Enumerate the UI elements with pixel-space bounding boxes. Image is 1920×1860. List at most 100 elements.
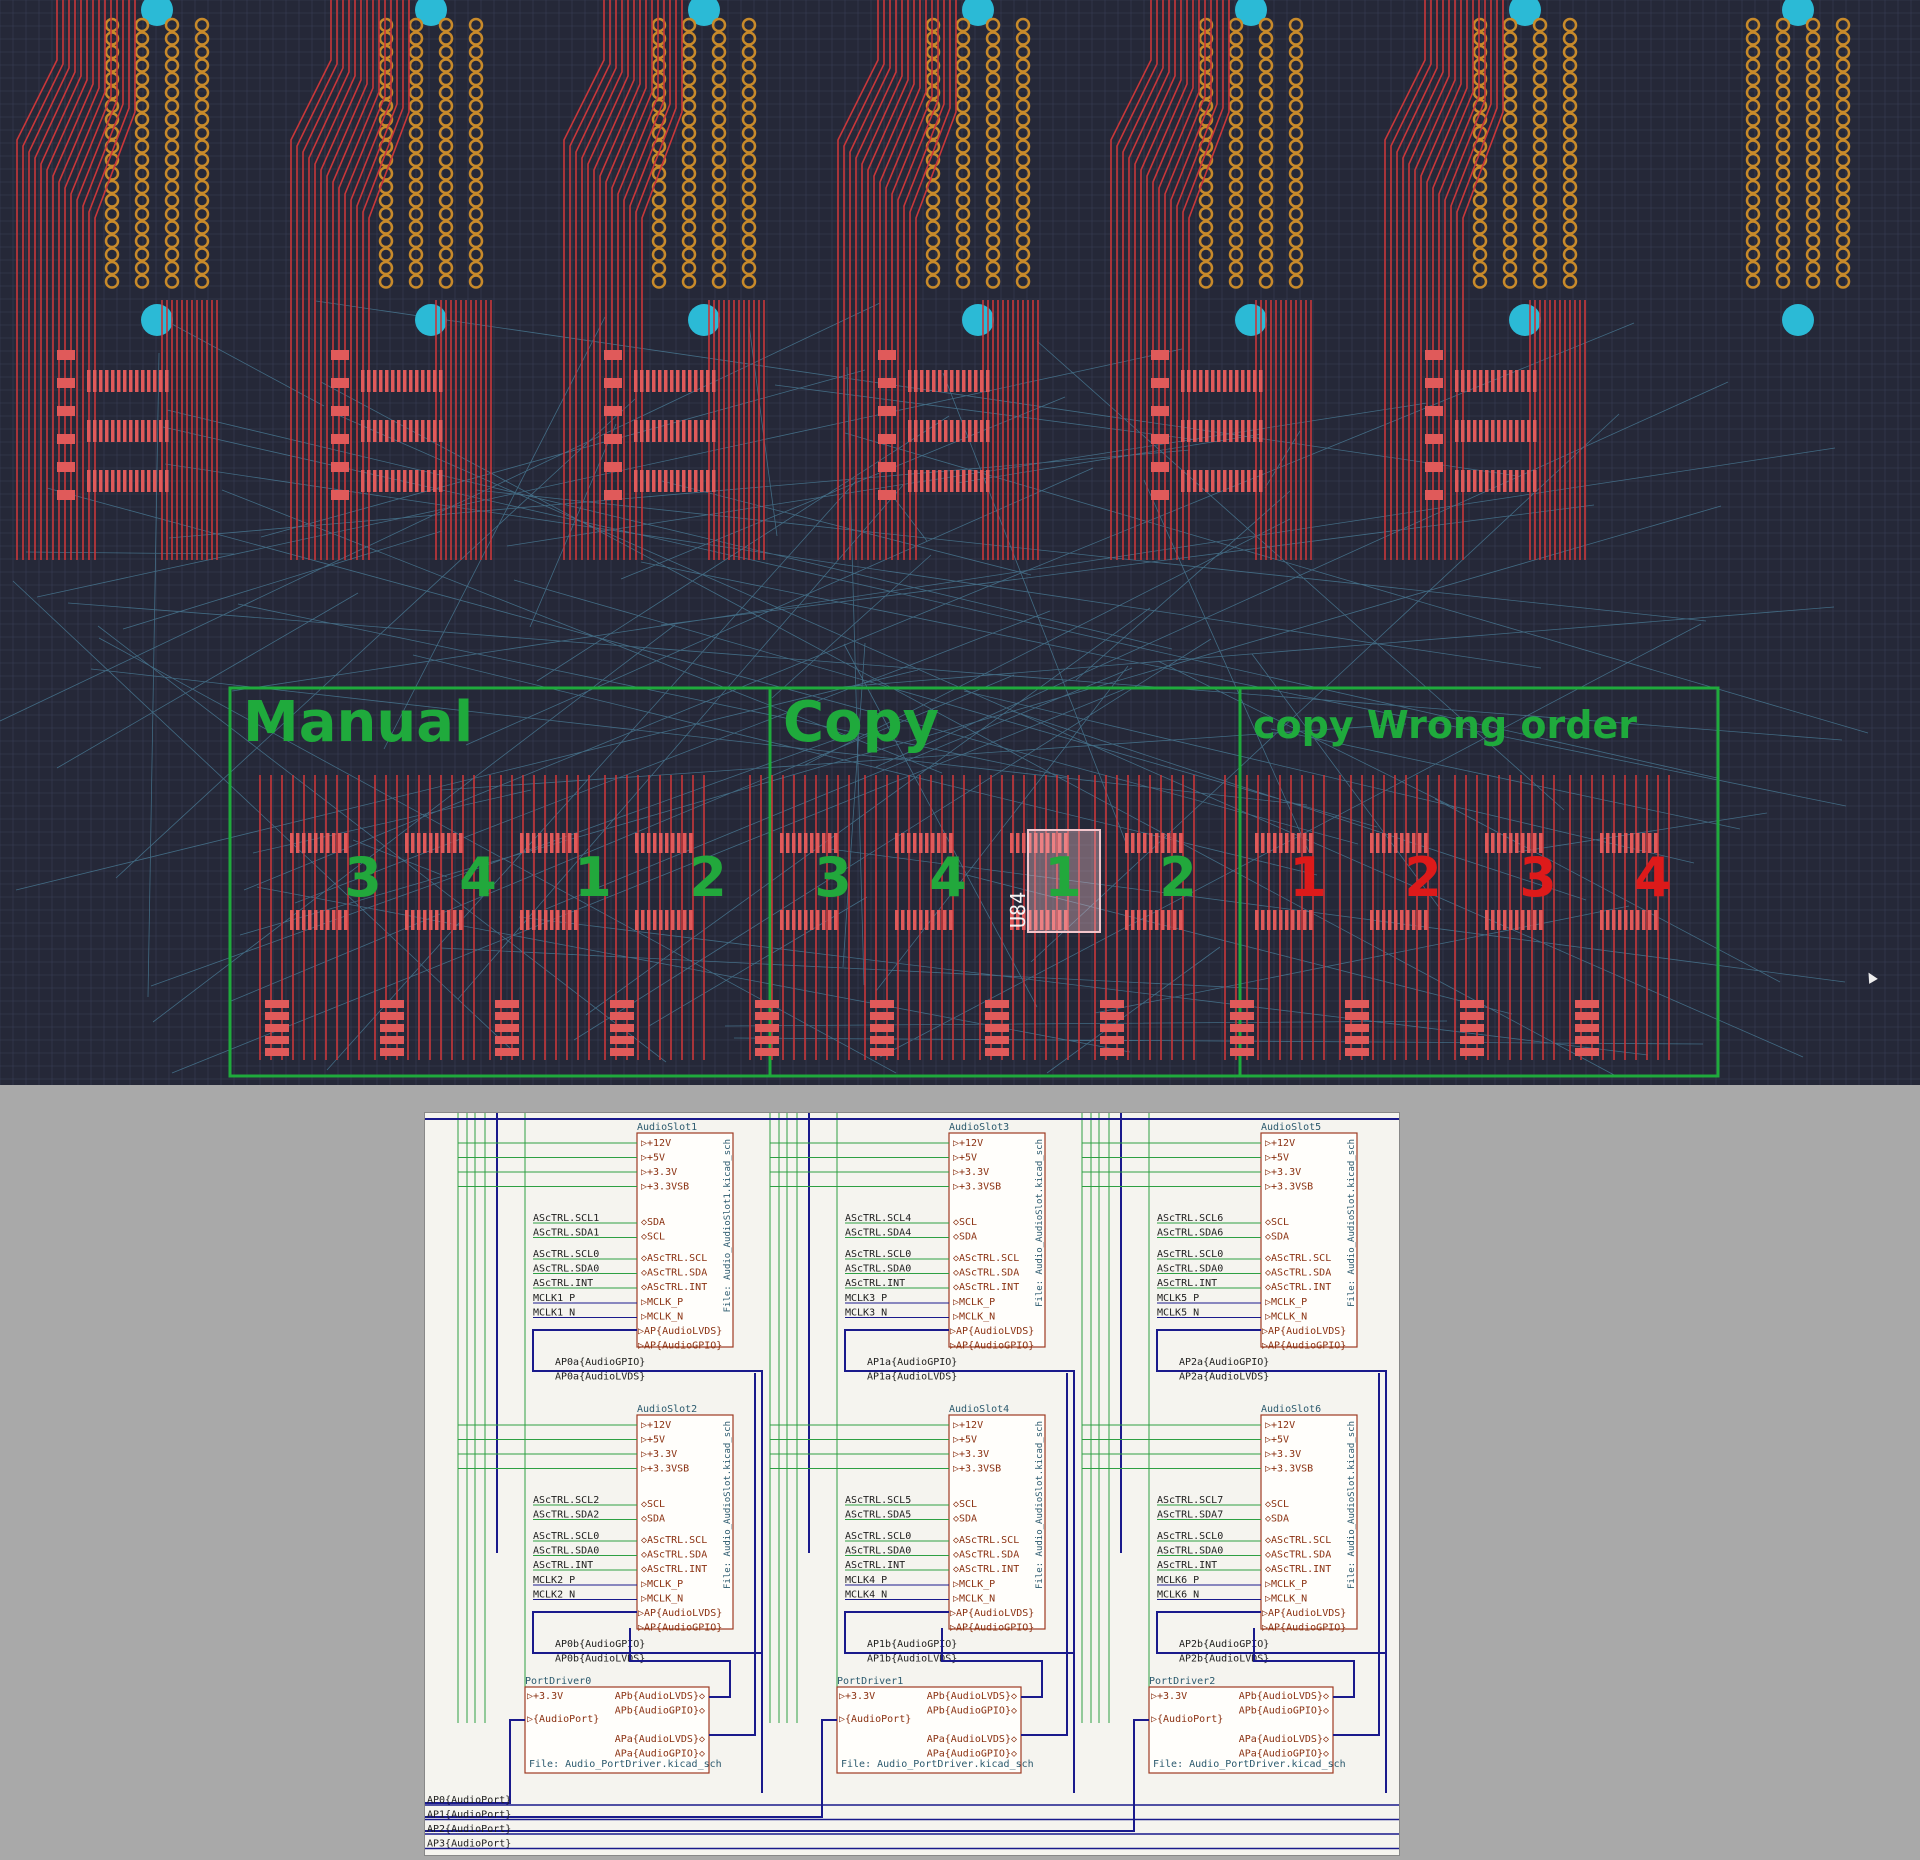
smd-pad [1485, 833, 1489, 853]
smd-pad [159, 470, 163, 492]
through-hole-pad [164, 193, 180, 208]
through-hole-pad [1745, 233, 1761, 249]
through-hole-pad [1288, 139, 1304, 154]
through-hole-pad [1198, 260, 1214, 276]
smd-pad [159, 420, 163, 442]
through-hole-pad [1502, 31, 1518, 46]
smd-pad [302, 833, 306, 853]
through-hole-pad [1015, 247, 1031, 262]
smd-pad [1509, 833, 1513, 853]
through-hole-pad [985, 206, 1001, 222]
smd-pad [1022, 910, 1026, 930]
through-hole-pad [1835, 125, 1851, 141]
through-hole-pad [711, 139, 727, 154]
through-hole-pad [468, 139, 484, 154]
passive-pad [1230, 1024, 1254, 1032]
through-hole-pad [1745, 44, 1761, 60]
smd-pad [1473, 470, 1477, 492]
passive-pad [380, 1000, 404, 1008]
smd-pad [453, 910, 457, 930]
through-hole-pad [1198, 17, 1214, 33]
smd-pad [635, 910, 639, 930]
through-hole-pad [104, 233, 120, 249]
through-hole-pad [1805, 233, 1821, 249]
smd-pad [1058, 833, 1062, 853]
sheet-pin: ◇AScTRL.INT [641, 1282, 707, 1293]
passive-pad [1345, 1012, 1369, 1020]
smd-pad [1479, 420, 1483, 442]
smd-pad [962, 370, 966, 392]
through-hole-pad [681, 206, 697, 222]
through-hole-pad [1805, 152, 1821, 168]
sheet-pin: ▷MCLK_N [1265, 1312, 1307, 1323]
through-hole-pad [1745, 71, 1761, 87]
passive-pad [495, 1000, 519, 1008]
passive-pad [1575, 1048, 1599, 1056]
smd-pad [1255, 833, 1259, 853]
smd-pad [332, 833, 336, 853]
passive-pad [331, 462, 349, 472]
sheet-name: AudioSlot1 [637, 1122, 697, 1133]
sheet-pin: ◇AScTRL.INT [953, 1282, 1019, 1293]
sheet-pin: APb{AudioLVDS}◇ [927, 1691, 1017, 1702]
smd-pad [1046, 910, 1050, 930]
through-hole-pad [1228, 166, 1244, 181]
through-hole-pad [741, 247, 757, 262]
smd-pad [968, 470, 972, 492]
through-hole-pad [711, 85, 727, 100]
smd-pad [1179, 833, 1183, 853]
passive-pad [870, 1024, 894, 1032]
smd-pad [1636, 833, 1640, 853]
smd-pad [1497, 833, 1501, 853]
smd-pad [683, 910, 687, 930]
through-hole-pad [711, 71, 727, 87]
smd-pad [147, 470, 151, 492]
smd-pad [925, 910, 929, 930]
sheet-pin: ▷+3.3VSB [953, 1464, 1001, 1475]
through-hole-pad [1288, 17, 1304, 33]
smd-pad [1654, 833, 1658, 853]
smd-pad [568, 833, 572, 853]
through-hole-pad [1472, 125, 1488, 141]
through-hole-pad [134, 179, 150, 195]
passive-pad [610, 1012, 634, 1020]
smd-pad [1648, 833, 1652, 853]
smd-pad [147, 370, 151, 392]
smd-pad [1624, 833, 1628, 853]
through-hole-pad [438, 247, 454, 262]
sheet-pin: ▷+5V [1265, 1435, 1289, 1446]
sheet-pin: ◇SCL [1265, 1217, 1289, 1228]
through-hole-pad [1502, 193, 1518, 208]
sheet-pin: ◇AScTRL.SCL [641, 1535, 707, 1546]
through-hole-pad [164, 166, 180, 181]
smd-pad [1137, 833, 1141, 853]
mounting-hole [688, 304, 720, 336]
through-hole-pad [1532, 58, 1548, 73]
net-label: AScTRL.SDA0 [845, 1546, 911, 1557]
net-label: MCLK3_P [845, 1293, 887, 1304]
smd-pad [665, 833, 669, 853]
through-hole-pad [1775, 112, 1791, 127]
hierarchical-sheet [636, 1132, 734, 1348]
smd-pad [1461, 370, 1465, 392]
through-hole-pad [925, 31, 941, 46]
channel-number: 3 [1519, 846, 1557, 909]
sheet-pin: ▷+5V [641, 1153, 665, 1164]
net-label: MCLK6_P [1157, 1575, 1199, 1586]
passive-pad [604, 350, 622, 360]
sheet-pin: ▷+3.3V [641, 1449, 677, 1460]
through-hole-pad [1805, 193, 1821, 208]
through-hole-pad [134, 247, 150, 262]
channel-number: 2 [689, 846, 727, 909]
smd-pad [290, 833, 294, 853]
through-hole-pad [1502, 58, 1518, 73]
through-hole-pad [468, 58, 484, 73]
through-hole-pad [164, 206, 180, 222]
through-hole-pad [1775, 17, 1791, 33]
through-hole-pad [1745, 98, 1761, 114]
through-hole-pad [985, 85, 1001, 100]
passive-pad [1151, 462, 1169, 472]
smd-pad [1461, 420, 1465, 442]
